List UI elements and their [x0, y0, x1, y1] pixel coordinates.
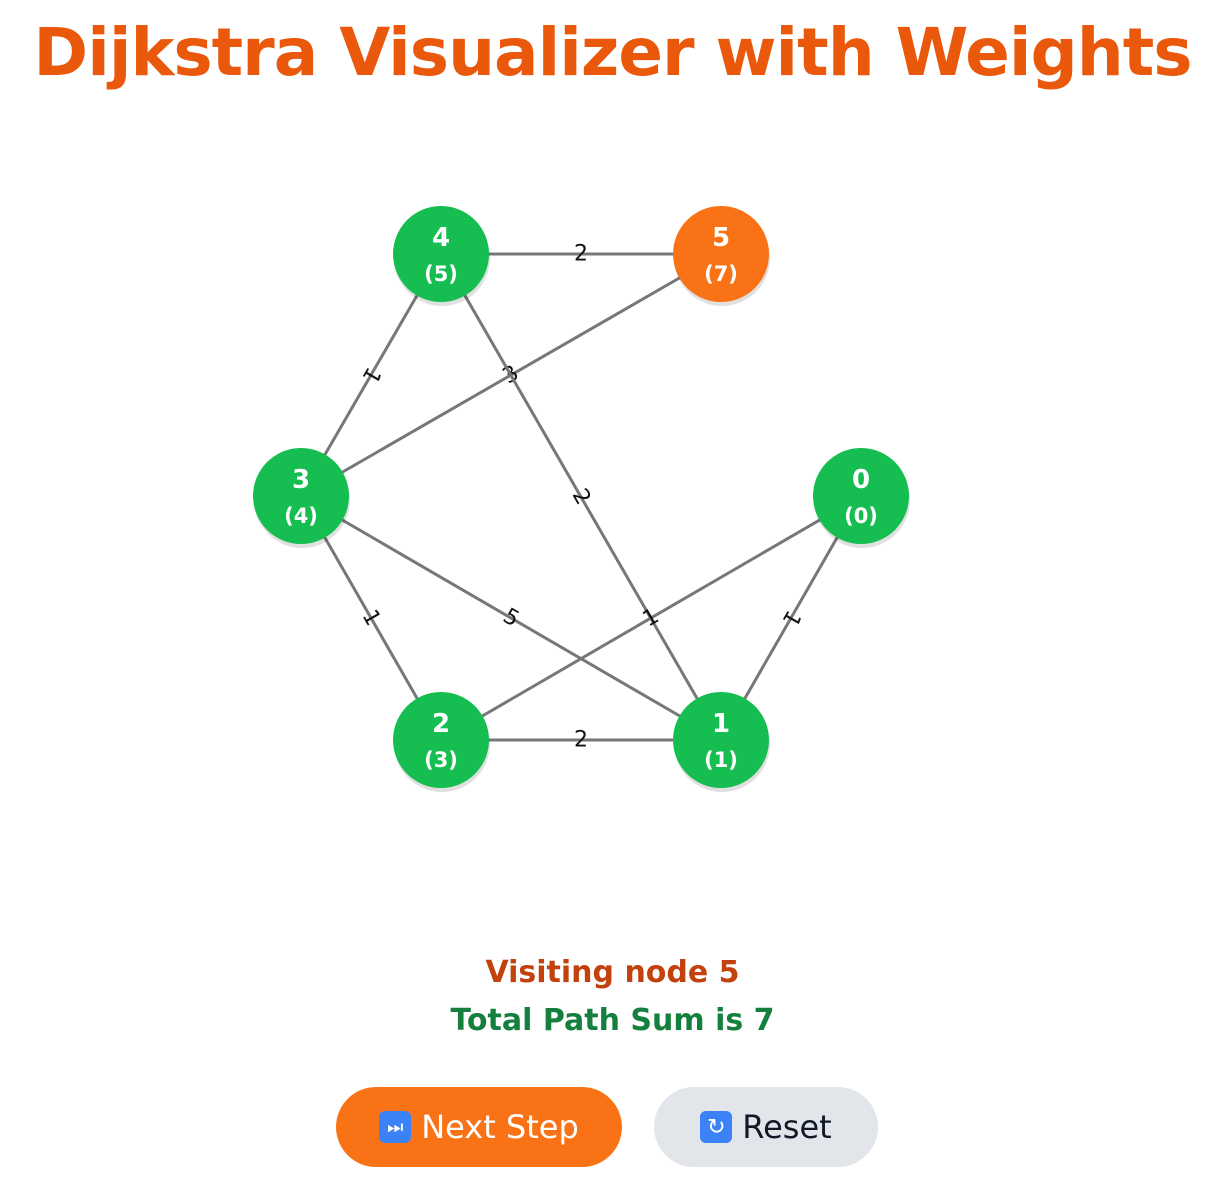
reset-button[interactable]: ↻ Reset: [654, 1087, 878, 1167]
refresh-icon: ↻: [700, 1111, 733, 1143]
next-step-button[interactable]: ⏭ Next Step: [336, 1087, 622, 1167]
node-id-label: 0: [852, 465, 870, 495]
node-id-label: 3: [292, 465, 310, 495]
node-circle[interactable]: [393, 692, 489, 788]
node-circle[interactable]: [673, 206, 769, 302]
node-circle[interactable]: [393, 206, 489, 302]
node-distance-label: (4): [284, 504, 318, 528]
node-distance-label: (3): [424, 748, 458, 772]
node-id-label: 4: [432, 223, 450, 253]
next-step-label: Next Step: [421, 1108, 579, 1146]
node-1[interactable]: 1(1): [673, 692, 770, 792]
edge-weight-label: 1: [777, 606, 806, 631]
node-circle[interactable]: [253, 448, 349, 544]
edge-weight-label: 1: [357, 606, 386, 631]
graph-canvas: 213215112 0(0)1(1)2(3)3(4)4(5)5(7): [253, 206, 910, 792]
edge-weight-label: 2: [567, 485, 596, 510]
node-circle[interactable]: [813, 448, 909, 544]
node-distance-label: (5): [424, 262, 458, 286]
edge-weight-label: 2: [574, 728, 588, 753]
node-id-label: 2: [432, 709, 450, 739]
edge-4-1: [439, 253, 723, 741]
node-2[interactable]: 2(3): [393, 692, 490, 792]
node-distance-label: (0): [844, 504, 878, 528]
total-path-sum: Total Path Sum is 7: [450, 1003, 775, 1038]
edge-weight-label: 1: [357, 363, 386, 388]
nodes-layer: 0(0)1(1)2(3)3(4)4(5)5(7): [253, 206, 910, 792]
node-distance-label: (1): [704, 748, 738, 772]
node-4[interactable]: 4(5): [393, 206, 490, 306]
edge-3-1: [300, 494, 722, 742]
edge-weight-label: 1: [639, 604, 664, 633]
page-title: Dijkstra Visualizer with Weights: [33, 14, 1192, 91]
fast-forward-icon: ⏭: [379, 1111, 412, 1143]
node-circle[interactable]: [673, 692, 769, 788]
node-5[interactable]: 5(7): [673, 206, 770, 306]
edge-weight-label: 2: [574, 242, 588, 267]
edges-layer: 213215112: [299, 242, 863, 753]
edge-2-0: [440, 494, 862, 742]
node-id-label: 5: [712, 223, 730, 253]
edge-weight-label: 5: [499, 604, 524, 633]
node-3[interactable]: 3(4): [253, 448, 350, 548]
node-0[interactable]: 0(0): [813, 448, 910, 548]
reset-label: Reset: [742, 1108, 832, 1146]
node-distance-label: (7): [704, 262, 738, 286]
node-id-label: 1: [712, 709, 730, 739]
visiting-status: Visiting node 5: [485, 955, 740, 990]
